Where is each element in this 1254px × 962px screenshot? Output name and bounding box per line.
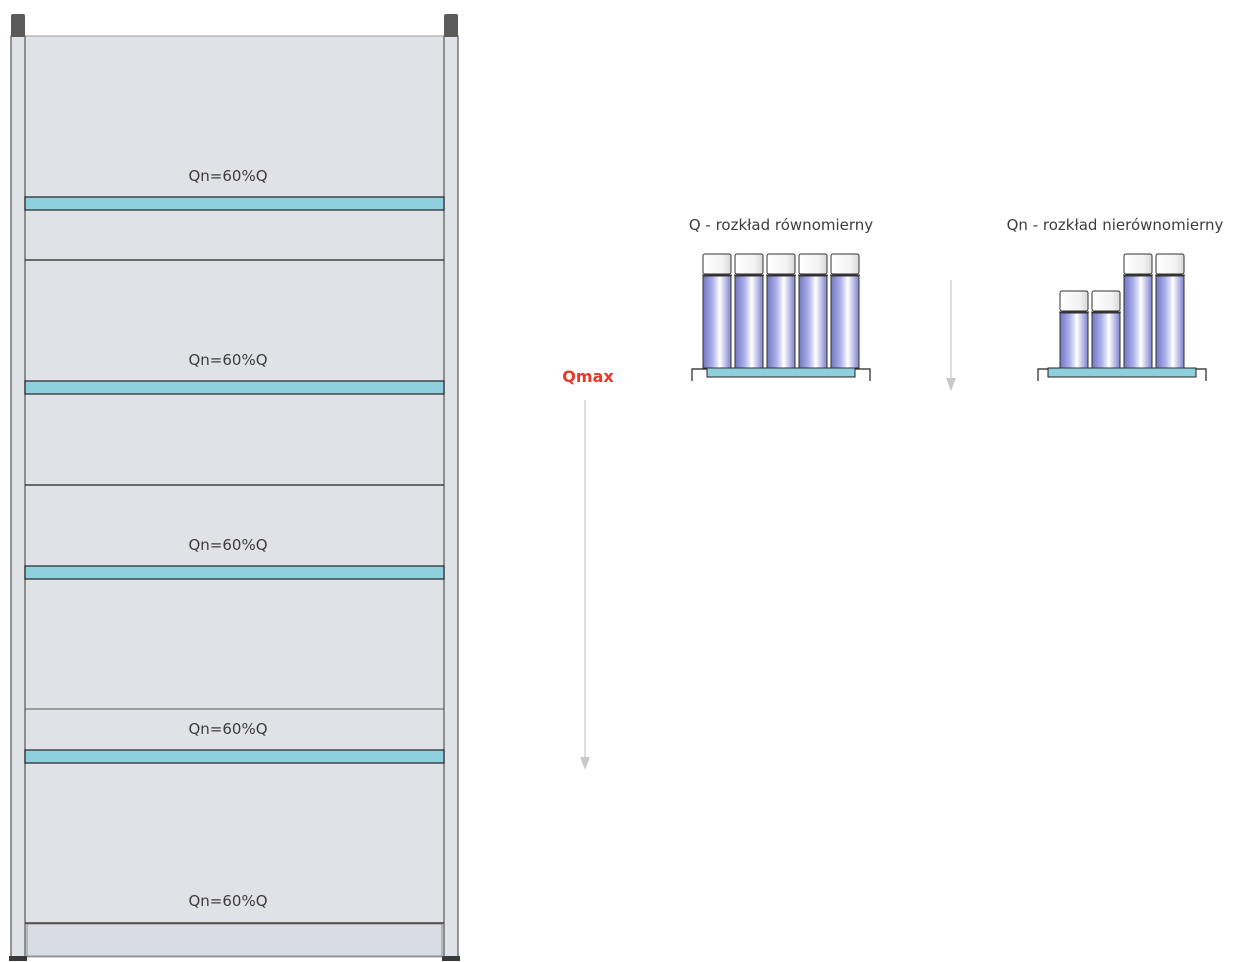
right-upright-cap [444, 14, 458, 37]
container-cap [1091, 290, 1121, 312]
qmax-arrow-head [580, 757, 590, 770]
right-foot [442, 956, 460, 961]
container-body [1123, 275, 1153, 369]
container-cap [1123, 253, 1153, 275]
shelf-label-2: Qn=60%Q [188, 351, 267, 369]
container-body [734, 275, 764, 369]
shelf-label-1: Qn=60%Q [188, 167, 267, 185]
rack: Qn=60%Q Qn=60%Q Qn=60%Q Qn=60%Q Qn=60%Q [9, 14, 460, 961]
container-cap [830, 253, 860, 275]
container-body [1155, 275, 1185, 369]
container-cap [798, 253, 828, 275]
left-upright-cap [11, 14, 25, 37]
container-body [702, 275, 732, 369]
container-3 [766, 253, 796, 369]
distribution-arrow [946, 280, 956, 391]
shelf-beam-4 [24, 749, 445, 764]
container-4 [1155, 253, 1185, 369]
right-upright [443, 35, 459, 958]
shelf-beam-2 [24, 380, 445, 395]
shelf-label-4: Qn=60%Q [188, 720, 267, 738]
container-2 [734, 253, 764, 369]
nonuniform-pallet-group [1037, 253, 1207, 381]
left-upright [10, 35, 26, 958]
qmax-label: Qmax [562, 367, 614, 386]
container-body [1059, 312, 1089, 369]
container-cap [1059, 290, 1089, 312]
shelf-label-3: Qn=60%Q [188, 536, 267, 554]
uniform-pallet-group [691, 253, 871, 381]
container-body [766, 275, 796, 369]
container-cap [1155, 253, 1185, 275]
uniform-caption: Q - rozkład równomierny [689, 216, 873, 234]
container-cap [734, 253, 764, 275]
qmax-indicator: Qmax [562, 367, 614, 770]
container-body [798, 275, 828, 369]
shelf-beam-3 [24, 565, 445, 580]
container-cap [702, 253, 732, 275]
nonuniform-caption: Qn - rozkład nierównomierny [1007, 216, 1224, 234]
shelf-label-5: Qn=60%Q [188, 892, 267, 910]
container-3 [1123, 253, 1153, 369]
pallet-beam [706, 367, 856, 378]
shelf-beam-1 [24, 196, 445, 211]
pallet-beam [1047, 367, 1197, 378]
container-1 [1059, 290, 1089, 369]
bottom-panel [26, 923, 443, 957]
container-5 [830, 253, 860, 369]
container-body [1091, 312, 1121, 369]
distribution-arrow-head [946, 378, 956, 391]
container-body [830, 275, 860, 369]
container-1 [702, 253, 732, 369]
rack-back-panel [24, 35, 445, 958]
left-foot [9, 956, 27, 961]
container-cap [766, 253, 796, 275]
container-2 [1091, 290, 1121, 369]
container-4 [798, 253, 828, 369]
